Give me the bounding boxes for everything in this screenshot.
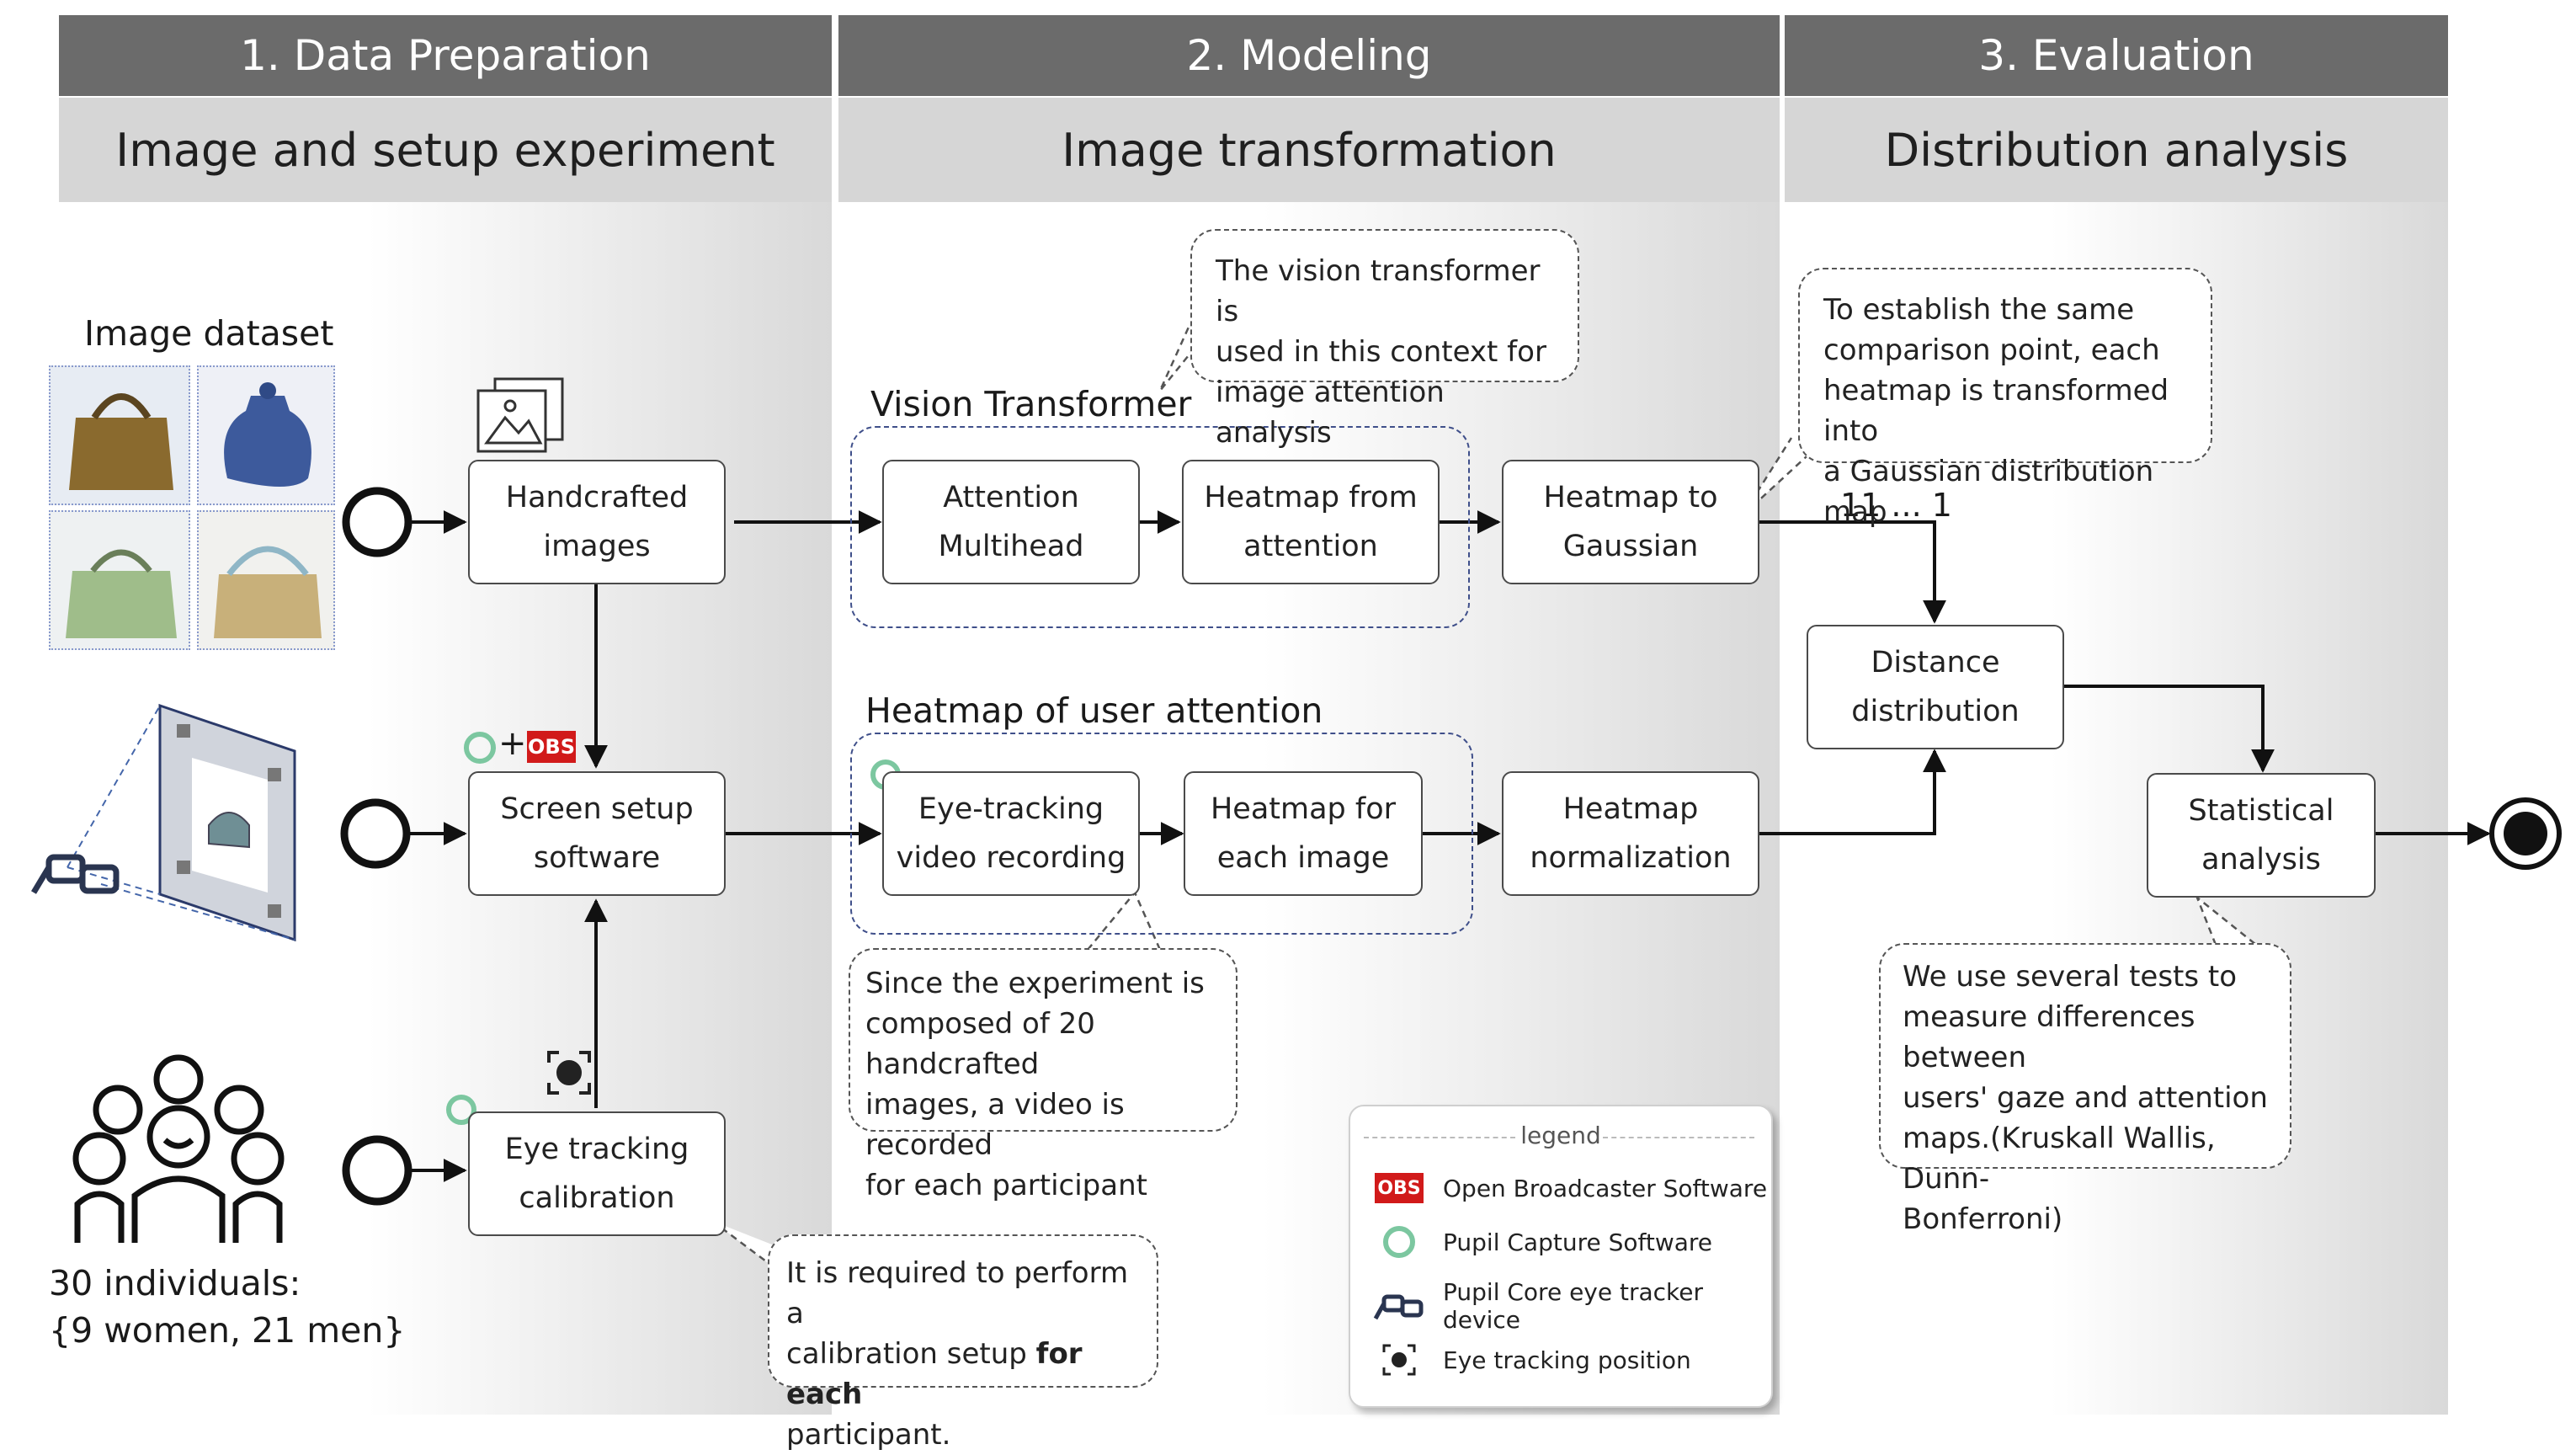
start-event-setup: [340, 798, 411, 869]
dataset-thumb-straw-bag: [197, 510, 335, 650]
flow-cardinality-label: 11 ... 1: [1840, 487, 1952, 524]
pupil-capture-icon: [464, 732, 496, 764]
participants-group-icon: [72, 1054, 285, 1243]
eye-tracker-glasses-icon: [1373, 1294, 1424, 1320]
eye-tracker-glasses-icon: [30, 854, 120, 894]
obs-icon: OBS: [527, 731, 576, 763]
vision-transformer-label: Vision Transformer: [870, 384, 1192, 424]
legend-item-eye-tracker: Pupil Core eye tracker device: [1372, 1278, 1771, 1334]
pupil-capture-icon: [1383, 1226, 1415, 1258]
legend-item-eye-position: Eye tracking position: [1372, 1339, 1691, 1381]
image-dataset-label: Image dataset: [84, 313, 334, 354]
image-stack-icon: [476, 377, 564, 453]
lane-title-preparation: 1. Data Preparation: [59, 15, 832, 96]
start-event-participants: [342, 1135, 412, 1206]
legend-title: legend: [1520, 1122, 1601, 1149]
dataset-thumb-woven-bag: [49, 510, 190, 650]
dataset-thumb-vase: [197, 365, 335, 505]
plus-sign: +: [498, 724, 527, 763]
legend-item-pupil-capture: Pupil Capture Software: [1372, 1221, 1712, 1263]
legend-item-obs: OBS Open Broadcaster Software: [1372, 1167, 1767, 1209]
dataset-thumb-handbag: [49, 365, 190, 505]
legend-panel: legend OBS Open Broadcaster Software Pup…: [1349, 1105, 1773, 1408]
vision-transformer-group: [850, 426, 1470, 628]
lane-subtitle-preparation: Image and setup experiment: [59, 98, 832, 202]
lane-title-modeling: 2. Modeling: [838, 15, 1780, 96]
calibration-note: It is required to perform a calibration …: [768, 1234, 1158, 1452]
lane-subtitle-modeling: Image transformation: [838, 98, 1780, 202]
obs-icon: OBS: [1375, 1173, 1424, 1203]
pupil-capture-icon: [446, 1095, 476, 1125]
lane-title-evaluation: 3. Evaluation: [1785, 15, 2448, 96]
eye-tracking-position-icon: [1382, 1344, 1416, 1376]
participants-count: 30 individuals:: [49, 1263, 301, 1303]
eye-tracking-position-icon: [547, 1051, 591, 1095]
user-attention-label: Heatmap of user attention: [865, 690, 1323, 731]
user-attention-group: [850, 733, 1473, 935]
participants-breakdown: {9 women, 21 men}: [49, 1310, 406, 1351]
lane-subtitle-evaluation: Distribution analysis: [1785, 98, 2448, 202]
start-event-images: [342, 487, 412, 557]
screen-projection-illustration: [30, 703, 296, 942]
